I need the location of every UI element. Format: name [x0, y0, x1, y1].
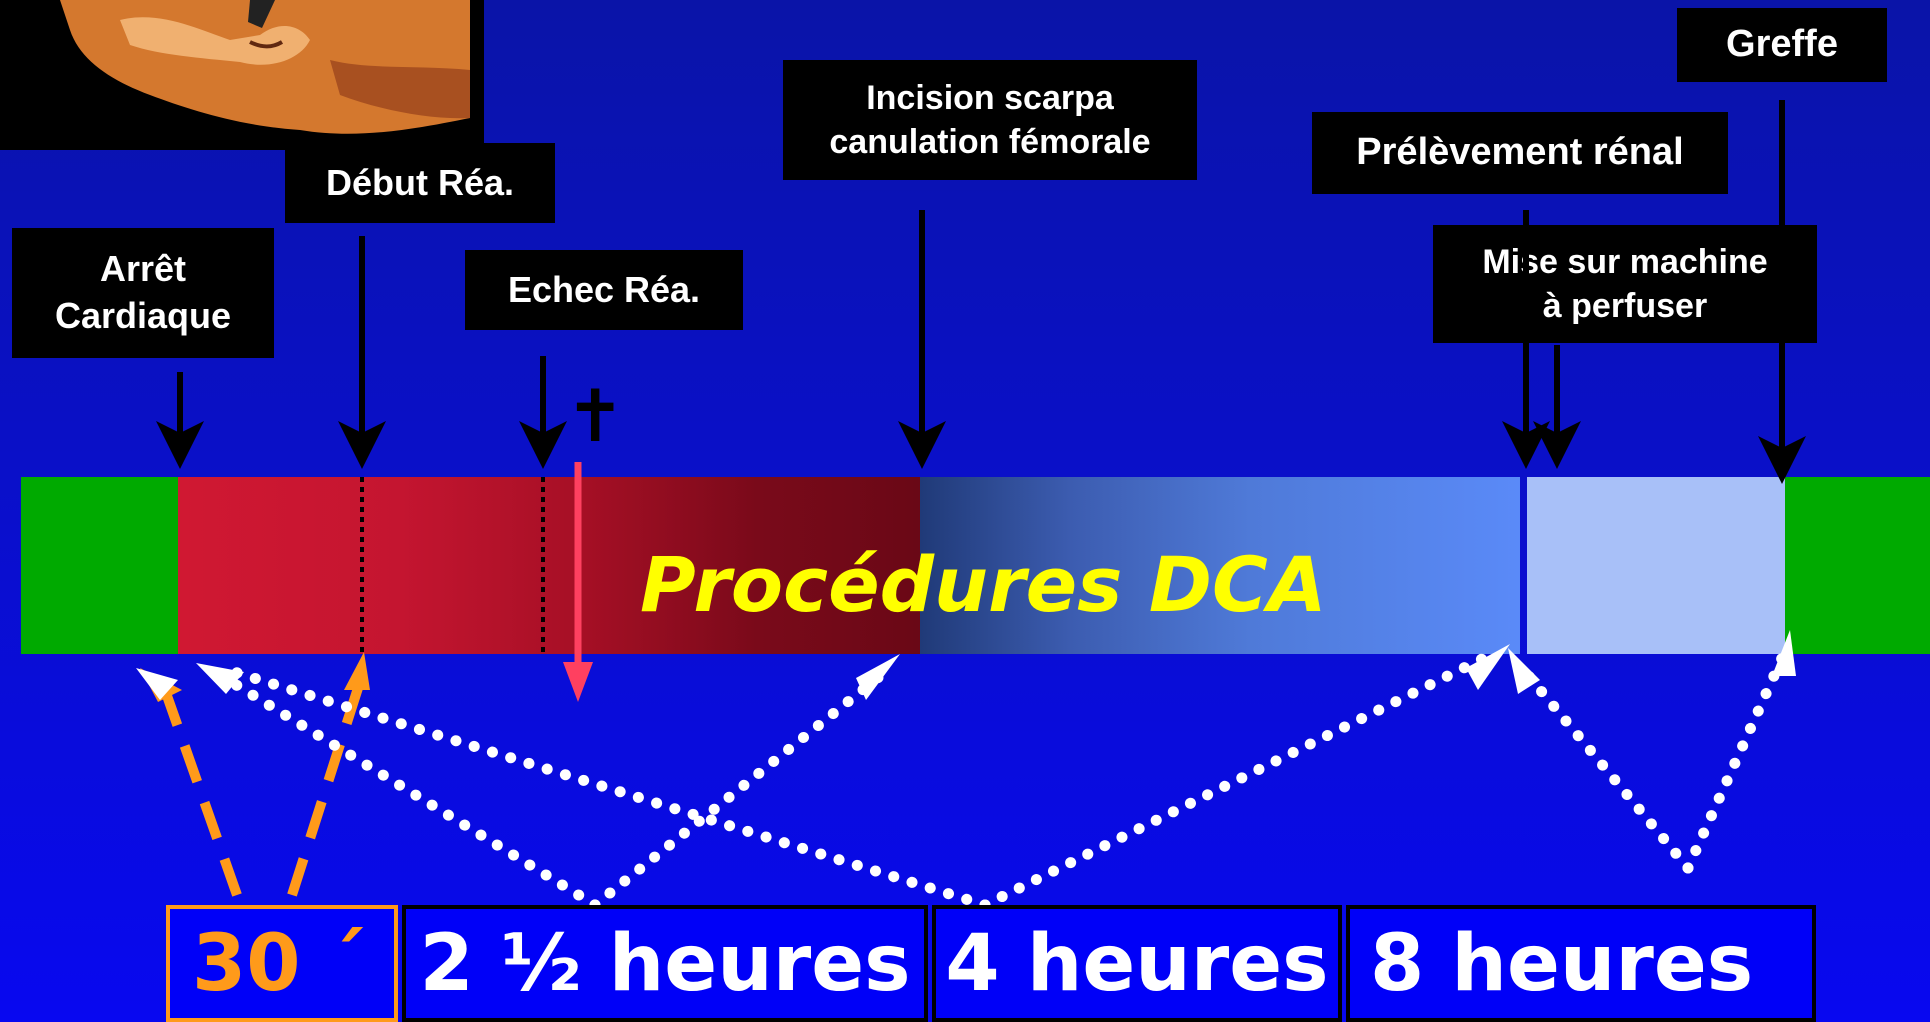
face-photo-icon [0, 0, 484, 150]
label-incision-scarpa: Incision scarpa canulation fémorale [783, 60, 1197, 180]
bar-machine-perfusion [1527, 477, 1785, 654]
event-arrows [156, 100, 1806, 484]
duration-4-hours: 4 heures [932, 905, 1342, 1022]
label-echec-rea: Echec Réa. [465, 250, 743, 330]
duration-2-5-hours: 2 ½ heures [402, 905, 928, 1022]
bar-dca [920, 477, 1520, 654]
label-mise-sur-machine: Mise sur machine à perfuser [1433, 225, 1817, 343]
bar-living-end [1785, 477, 1930, 654]
label-prelevement-renal: Prélèvement rénal [1312, 112, 1728, 194]
duration-30-min: 30 ´ [166, 905, 398, 1022]
duration-8-hours: 8 heures [1346, 905, 1816, 1022]
arrow-death-head [563, 662, 593, 702]
duration-arrow-heads [136, 630, 1796, 700]
label-arret-cardiaque: Arrêt Cardiaque [12, 228, 274, 358]
bar-resuscitation [178, 477, 920, 654]
label-greffe: Greffe [1677, 8, 1887, 82]
duration-arrows [214, 650, 1788, 911]
bar-living-start [21, 477, 178, 654]
death-cross-icon: ✝ [565, 374, 626, 458]
warm-ischemia-arrows [160, 686, 363, 897]
label-debut-rea: Début Réa. [285, 143, 555, 223]
face-photo [0, 0, 484, 150]
band-label: Procédures DCA [640, 540, 1327, 629]
